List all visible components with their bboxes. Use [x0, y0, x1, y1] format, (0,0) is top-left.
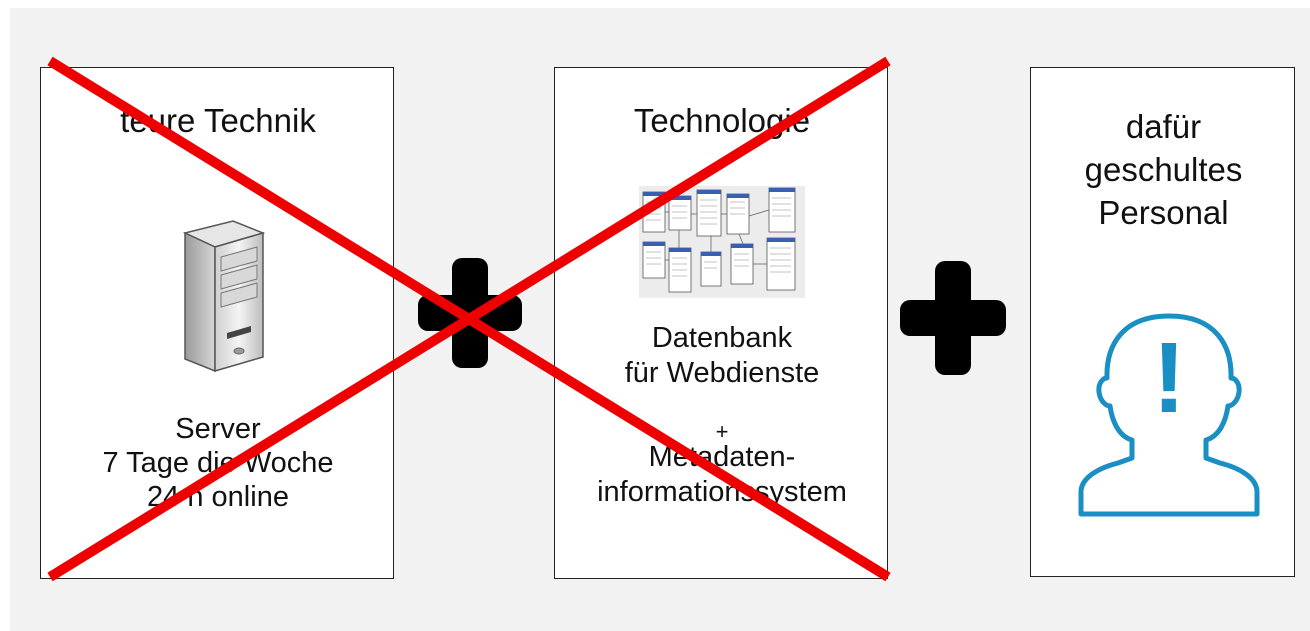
online-label: 24 h online — [147, 481, 289, 513]
database-schema-diagram — [639, 186, 805, 298]
exclamation-glyph: ! — [1152, 322, 1186, 434]
title-line-1: dafür — [1125, 108, 1202, 145]
box-title: teure Technik — [120, 102, 316, 139]
title-line-2: geschultes — [1084, 151, 1243, 188]
box-title: Technologie — [633, 102, 811, 139]
database-label: Datenbank — [651, 322, 793, 354]
box-technology: Technologie — [554, 67, 888, 579]
server-tower-icon — [163, 211, 275, 381]
server-label: Server — [175, 413, 261, 445]
availability-label: 7 Tage die Woche — [102, 447, 334, 479]
title-line-3: Personal — [1098, 194, 1229, 231]
box-expensive-technology: teure Technik Serv — [40, 67, 394, 579]
plus-icon — [418, 258, 522, 368]
diagram-canvas: teure Technik Serv — [10, 8, 1310, 631]
webservices-label: für Webdienste — [624, 357, 820, 389]
plus-icon — [900, 261, 1006, 375]
information-system-label: informationssystem — [597, 476, 847, 508]
person-exclamation-icon: ! — [1066, 306, 1272, 522]
box-trained-personnel: dafür geschultes Personal ! — [1030, 67, 1295, 577]
metadata-label: Metadaten- — [648, 441, 796, 473]
